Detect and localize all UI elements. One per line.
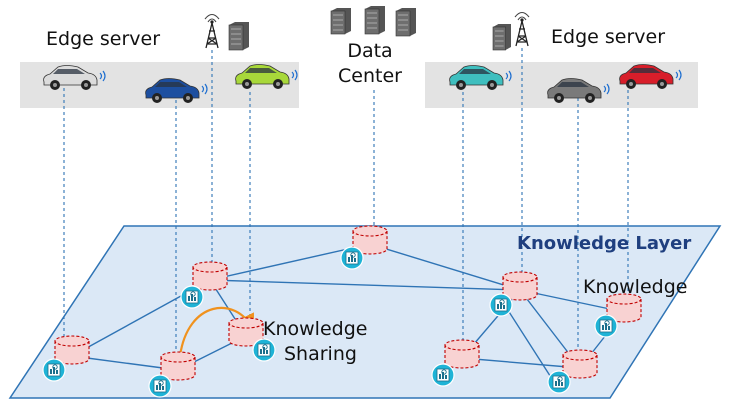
car-icon (547, 78, 610, 103)
knowledge-sharing-label-line1: Knowledge (263, 318, 367, 340)
server-rack-icon (228, 22, 249, 51)
knowledge-badge-icon (594, 314, 618, 338)
antenna-tower-icon (204, 13, 220, 49)
knowledge-badge-icon (180, 285, 204, 309)
knowledge-badge-icon (340, 246, 364, 270)
database-cylinder-icon (444, 339, 480, 369)
server-rack-icon (492, 24, 511, 51)
car-icon (145, 78, 208, 103)
knowledge-badge-icon (148, 374, 172, 398)
database-cylinder-icon (160, 351, 196, 381)
database-cylinder-icon (192, 261, 228, 291)
knowledge-label: Knowledge (583, 276, 687, 298)
edge-server-right-label: Edge server (551, 26, 665, 48)
knowledge-sharing-label-line2: Sharing (284, 343, 357, 365)
database-cylinder-icon (502, 271, 538, 301)
knowledge-badge-icon (547, 370, 571, 394)
database-cylinder-icon (228, 317, 264, 347)
server-rack-icon (395, 8, 416, 37)
data-center-label-line1: Data (347, 40, 392, 62)
knowledge-layer-label: Knowledge Layer (517, 233, 691, 254)
car-icon (235, 64, 298, 89)
knowledge-badge-icon (431, 363, 455, 387)
car-icon (619, 64, 682, 89)
server-rack-icon (330, 8, 351, 35)
database-cylinder-icon (562, 349, 598, 379)
vertical-links (63, 48, 629, 358)
data-center-label-line2: Center (338, 65, 402, 87)
database-cylinder-icon (54, 335, 90, 365)
car-icon (43, 65, 106, 90)
knowledge-badge-icon (42, 358, 66, 382)
antenna-tower-icon (514, 11, 530, 47)
knowledge-badge-icon (252, 338, 276, 362)
car-icon (449, 65, 512, 90)
server-rack-icon (364, 6, 385, 35)
database-cylinder-icon (606, 293, 642, 323)
edge-server-left-label: Edge server (46, 28, 160, 50)
knowledge-badge-icon (489, 293, 513, 317)
database-cylinder-icon (352, 225, 388, 255)
